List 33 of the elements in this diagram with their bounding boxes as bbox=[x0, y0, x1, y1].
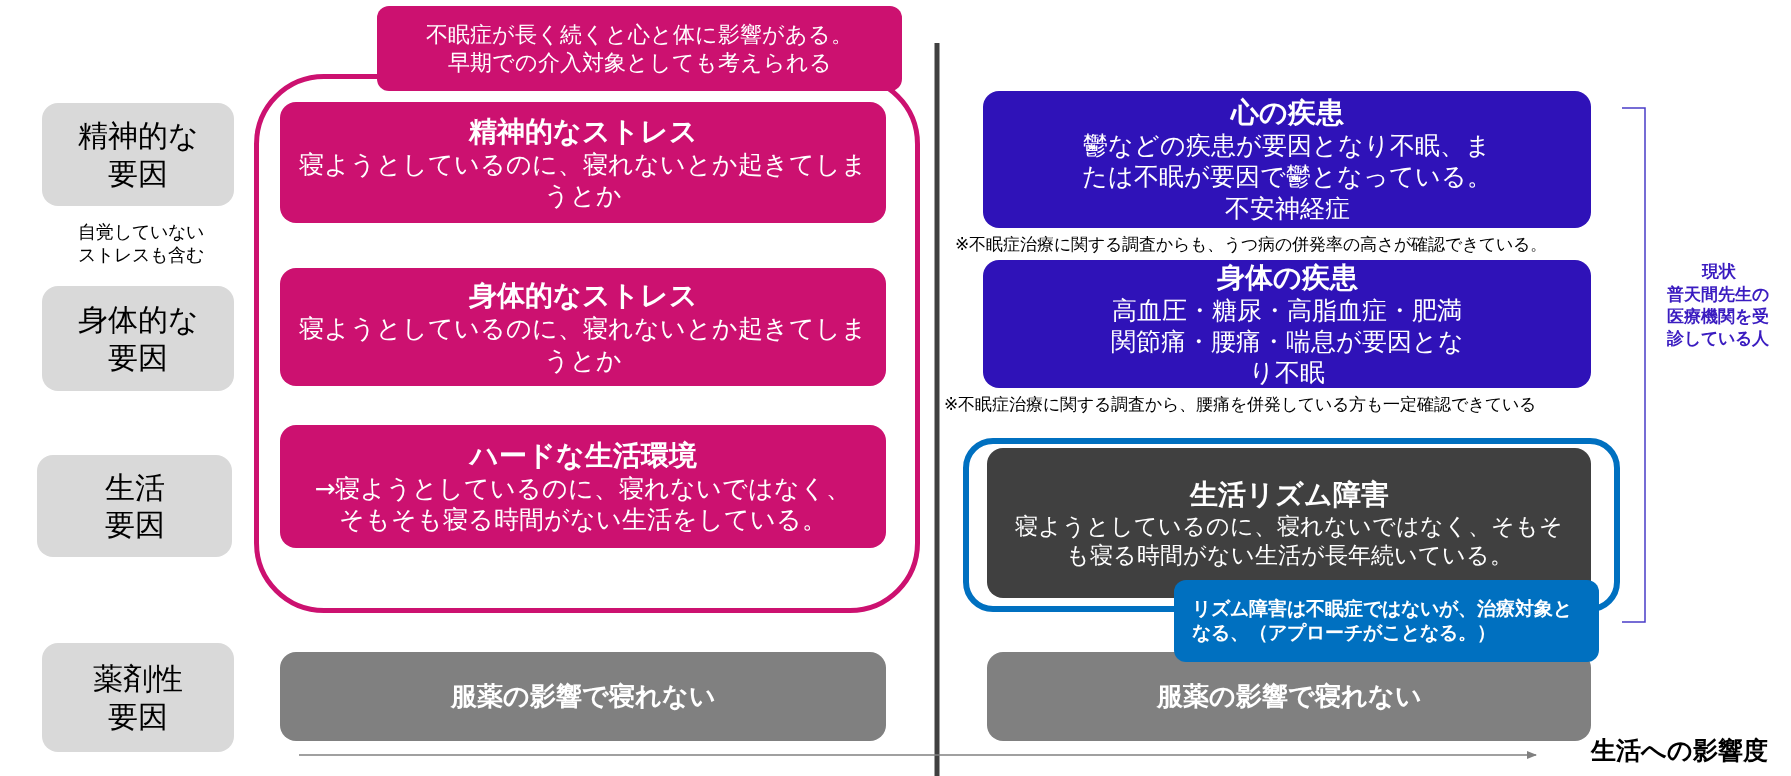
info-box bbox=[983, 91, 1591, 228]
category-label: 精神的な要因 bbox=[42, 103, 234, 206]
info-box bbox=[280, 102, 886, 223]
info-box bbox=[280, 268, 886, 386]
footnote: ※不眠症治療に関する調査から、腰痛を併発している方も一定確認できている bbox=[944, 393, 1538, 416]
info-box: 服薬の影響で寝れない bbox=[987, 652, 1591, 741]
category-label: 生活要因 bbox=[37, 455, 232, 557]
box-description: →寝ようとしているのに、寝れないではなく、そもそも寝る時間がない生活をしている。 bbox=[313, 472, 853, 536]
bracket-heading: 現状 bbox=[1700, 260, 1737, 283]
box-description: 寝ようとしているのに、寝れないではなく、そもそも寝る時間がない生活が長年続いている。 bbox=[1014, 511, 1564, 570]
box-title: 心の疾患 bbox=[1230, 95, 1344, 131]
info-box bbox=[987, 448, 1591, 598]
info-box bbox=[983, 260, 1591, 388]
axis-label: 生活への影響度 bbox=[1589, 735, 1769, 767]
box-title: 身体の疾患 bbox=[1216, 259, 1358, 295]
footnote: ※不眠症治療に関する調査からも、うつ病の併発率の高さが確認できている。 bbox=[955, 233, 1549, 256]
box-description: 寝ようとしているのに、寝れないとか起きてしまうとか bbox=[298, 148, 868, 212]
category-label: 身体的な要因 bbox=[42, 286, 234, 391]
box-description: 鬱などの疾患が要因となり不眠、または不眠が要因で鬱となっている。不安神経症 bbox=[1081, 130, 1493, 224]
box-title: ハードな生活環境 bbox=[469, 437, 697, 473]
group-frame bbox=[254, 74, 920, 613]
box-description: 寝ようとしているのに、寝れないとか起きてしまうとか bbox=[298, 313, 868, 376]
note-text: 自覚していないストレスも含む bbox=[77, 220, 205, 267]
box-description: 高血圧・糖尿・高脂血症・肥満関節痛・腰痛・喘息が要因となり不眠 bbox=[1109, 294, 1465, 389]
callout: リズム障害は不眠症ではないが、治療対象となる、（アプローチがことなる。） bbox=[1174, 580, 1599, 662]
box-title: 身体的なストレス bbox=[468, 278, 698, 314]
bracket-label: 普天間先生の医療機関を受診している人 bbox=[1666, 283, 1770, 350]
callout: 不眠症が長く続くと心と体に影響がある。早期での介入対象としても考えられる bbox=[377, 6, 902, 91]
info-box bbox=[280, 425, 886, 548]
box-title: 精神的なストレス bbox=[468, 113, 698, 149]
box-title: 生活リズム障害 bbox=[1189, 476, 1389, 512]
category-label: 薬剤性要因 bbox=[42, 643, 234, 752]
info-box: 服薬の影響で寝れない bbox=[280, 652, 886, 741]
